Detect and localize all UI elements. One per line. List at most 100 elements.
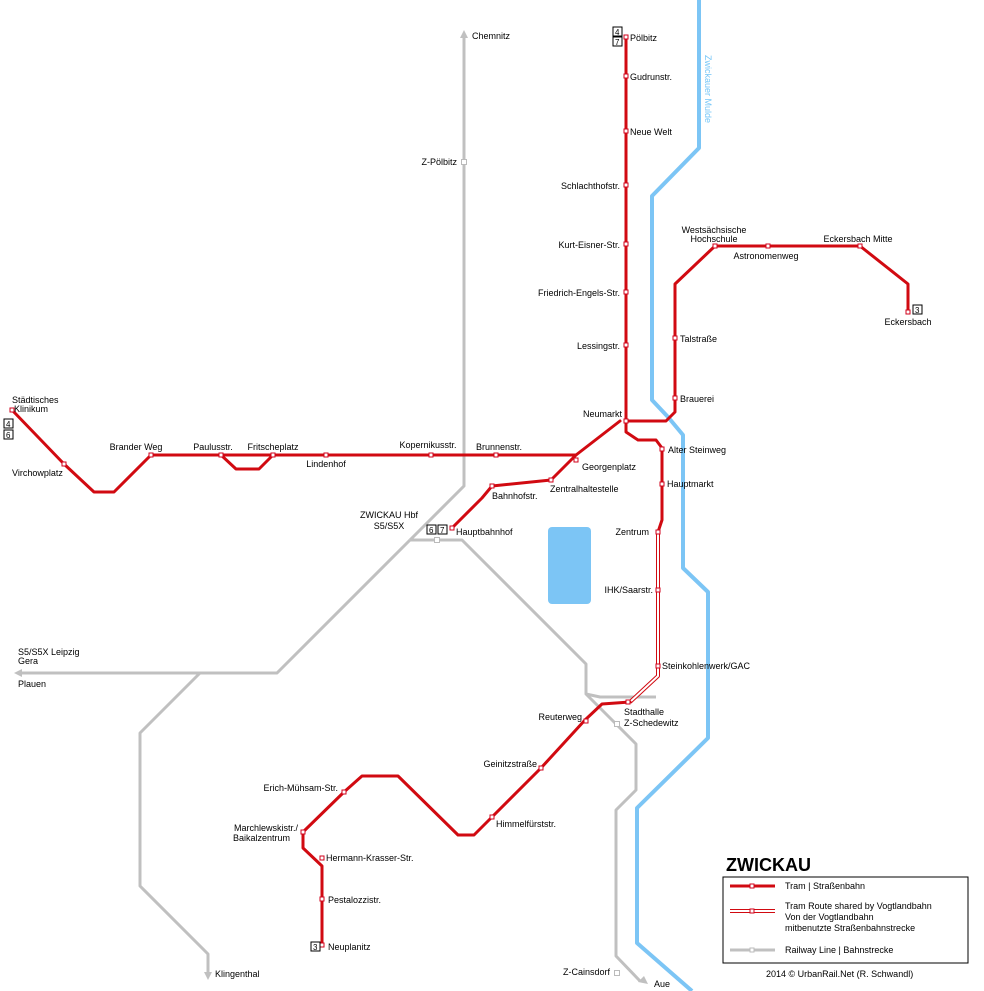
label-zentrum: Zentrum bbox=[615, 527, 649, 537]
station-hbf-rail-marker bbox=[434, 537, 440, 543]
station-kopernikusstr-marker bbox=[428, 452, 434, 458]
label-klinikum-1: Städtisches bbox=[12, 395, 59, 405]
label-westsaechsische-2: Hochschule bbox=[690, 234, 737, 244]
label-z-poelbitz: Z-Pölbitz bbox=[421, 157, 457, 167]
station-pestalozzistr-marker bbox=[319, 896, 325, 902]
label-geinitzstrasse: Geinitzstraße bbox=[483, 759, 537, 769]
label-talstrasse: Talstraße bbox=[680, 334, 717, 344]
station-astronomenweg-marker bbox=[765, 243, 771, 249]
label-gudrunstr: Gudrunstr. bbox=[630, 72, 672, 82]
label-pestalozzistr: Pestalozzistr. bbox=[328, 895, 381, 905]
label-paulusstr: Paulusstr. bbox=[193, 442, 233, 452]
label-marchlewski-2: Baikalzentrum bbox=[233, 833, 290, 843]
station-ihk-marker bbox=[655, 587, 661, 593]
map-title: ZWICKAU bbox=[726, 855, 811, 875]
station-brauerei-marker bbox=[672, 395, 678, 401]
station-gudrunstr-marker bbox=[623, 73, 629, 79]
label-leipzig-2: Gera bbox=[18, 656, 38, 666]
label-westsaechsische-1: Westsächsische bbox=[682, 225, 747, 235]
label-lessingstr: Lessingstr. bbox=[577, 341, 620, 351]
label-astronomenweg: Astronomenweg bbox=[733, 251, 798, 261]
label-alter-steinweg: Alter Steinweg bbox=[668, 445, 726, 455]
label-stadthalle: Stadthalle bbox=[624, 707, 664, 717]
legend-shared-label-3: mitbenutzte Straßenbahnstrecke bbox=[785, 923, 915, 933]
station-schlachthofstr-marker bbox=[623, 182, 629, 188]
label-erich-muehsam: Erich-Mühsam-Str. bbox=[263, 783, 338, 793]
label-eckersbach-mitte: Eckersbach Mitte bbox=[823, 234, 892, 244]
badge-klinikum-b: 6 bbox=[6, 431, 11, 440]
label-zentralhaltestelle: Zentralhaltestelle bbox=[550, 484, 619, 494]
badge-poelbitz-a: 4 bbox=[615, 28, 620, 37]
station-labels: Pölbitz Gudrunstr. Neue Welt Schlachthof… bbox=[12, 31, 932, 989]
label-chemnitz: Chemnitz bbox=[472, 31, 511, 41]
label-plauen: Plauen bbox=[18, 679, 46, 689]
station-steinkohlenwerk-marker bbox=[655, 663, 661, 669]
station-hauptmarkt-marker bbox=[659, 481, 665, 487]
station-z-poelbitz-marker bbox=[461, 159, 467, 165]
label-marchlewski-1: Marchlewskistr./ bbox=[234, 823, 299, 833]
legend-tram-label: Tram | Straßenbahn bbox=[785, 881, 865, 891]
station-reuterweg-marker bbox=[583, 718, 589, 724]
station-alter-steinweg-marker bbox=[659, 446, 665, 452]
label-hbf-2: S5/S5X bbox=[374, 521, 405, 531]
station-lessingstr-marker bbox=[623, 342, 629, 348]
arrow-aue-icon bbox=[638, 976, 648, 984]
label-bahnhofstr: Bahnhofstr. bbox=[492, 491, 538, 501]
label-brander-weg: Brander Weg bbox=[110, 442, 163, 452]
label-schlachthofstr: Schlachthofstr. bbox=[561, 181, 620, 191]
station-marchlewski-marker bbox=[300, 829, 306, 835]
badge-klinikum-a: 4 bbox=[6, 420, 11, 429]
label-klingenthal: Klingenthal bbox=[215, 969, 260, 979]
legend-shared-label-2: Von der Vogtlandbahn bbox=[785, 912, 874, 922]
station-friedrich-engels-marker bbox=[623, 289, 629, 295]
station-stadthalle-marker bbox=[625, 699, 631, 705]
lake bbox=[548, 527, 591, 604]
station-georgenplatz-marker bbox=[573, 457, 579, 463]
station-neumarkt-marker bbox=[623, 418, 629, 424]
label-friedrich-engels: Friedrich-Engels-Str. bbox=[538, 288, 620, 298]
station-hermann-krasser-marker bbox=[319, 855, 325, 861]
label-kurt-eisner: Kurt-Eisner-Str. bbox=[558, 240, 620, 250]
line-badges: 4 7 4 6 3 6 7 3 bbox=[3, 26, 923, 952]
station-zentrum-marker bbox=[655, 529, 661, 535]
badge-eckersbach: 3 bbox=[915, 306, 920, 315]
label-aue: Aue bbox=[654, 979, 670, 989]
arrow-leipzig-icon bbox=[14, 669, 22, 677]
label-fritscheplatz: Fritscheplatz bbox=[247, 442, 299, 452]
station-westsaechsische-marker bbox=[712, 243, 718, 249]
arrow-chemnitz-icon bbox=[460, 30, 468, 38]
label-z-schedewitz: Z-Schedewitz bbox=[624, 718, 679, 728]
label-eckersbach: Eckersbach bbox=[884, 317, 931, 327]
station-lindenhof-marker bbox=[323, 452, 329, 458]
station-eckersbach-marker bbox=[905, 309, 911, 315]
label-z-cainsdorf: Z-Cainsdorf bbox=[563, 967, 611, 977]
label-reuterweg: Reuterweg bbox=[538, 712, 582, 722]
station-z-cainsdorf-marker bbox=[614, 970, 620, 976]
station-erich-muehsam-marker bbox=[341, 789, 347, 795]
label-neuplanitz: Neuplanitz bbox=[328, 942, 371, 952]
label-himmelfuerststr: Himmelfürststr. bbox=[496, 819, 556, 829]
station-himmelfuerststr-marker bbox=[489, 814, 495, 820]
label-brauerei: Brauerei bbox=[680, 394, 714, 404]
label-hauptbahnhof: Hauptbahnhof bbox=[456, 527, 513, 537]
badge-poelbitz-b: 7 bbox=[615, 38, 620, 47]
shared-tram-rail-route bbox=[628, 532, 660, 704]
credit: 2014 © UrbanRail.Net (R. Schwandl) bbox=[766, 969, 913, 979]
station-eckersbach-mitte-marker bbox=[857, 243, 863, 249]
station-brander-weg-marker bbox=[148, 452, 154, 458]
label-lindenhof: Lindenhof bbox=[306, 459, 346, 469]
station-virchowplatz-marker bbox=[61, 461, 67, 467]
station-fritscheplatz-marker bbox=[270, 452, 276, 458]
station-talstrasse-marker bbox=[672, 335, 678, 341]
tram-station-markers bbox=[9, 34, 911, 948]
legend-shared-label-1: Tram Route shared by Vogtlandbahn bbox=[785, 901, 932, 911]
station-zentralhaltestelle-marker bbox=[548, 477, 554, 483]
station-z-schedewitz-marker bbox=[614, 721, 620, 727]
label-neue-welt: Neue Welt bbox=[630, 127, 672, 137]
station-neuplanitz-marker bbox=[319, 942, 325, 948]
label-neumarkt: Neumarkt bbox=[583, 409, 623, 419]
label-hbf-1: ZWICKAU Hbf bbox=[360, 510, 419, 520]
station-kurt-eisner-marker bbox=[623, 241, 629, 247]
label-hauptmarkt: Hauptmarkt bbox=[667, 479, 714, 489]
